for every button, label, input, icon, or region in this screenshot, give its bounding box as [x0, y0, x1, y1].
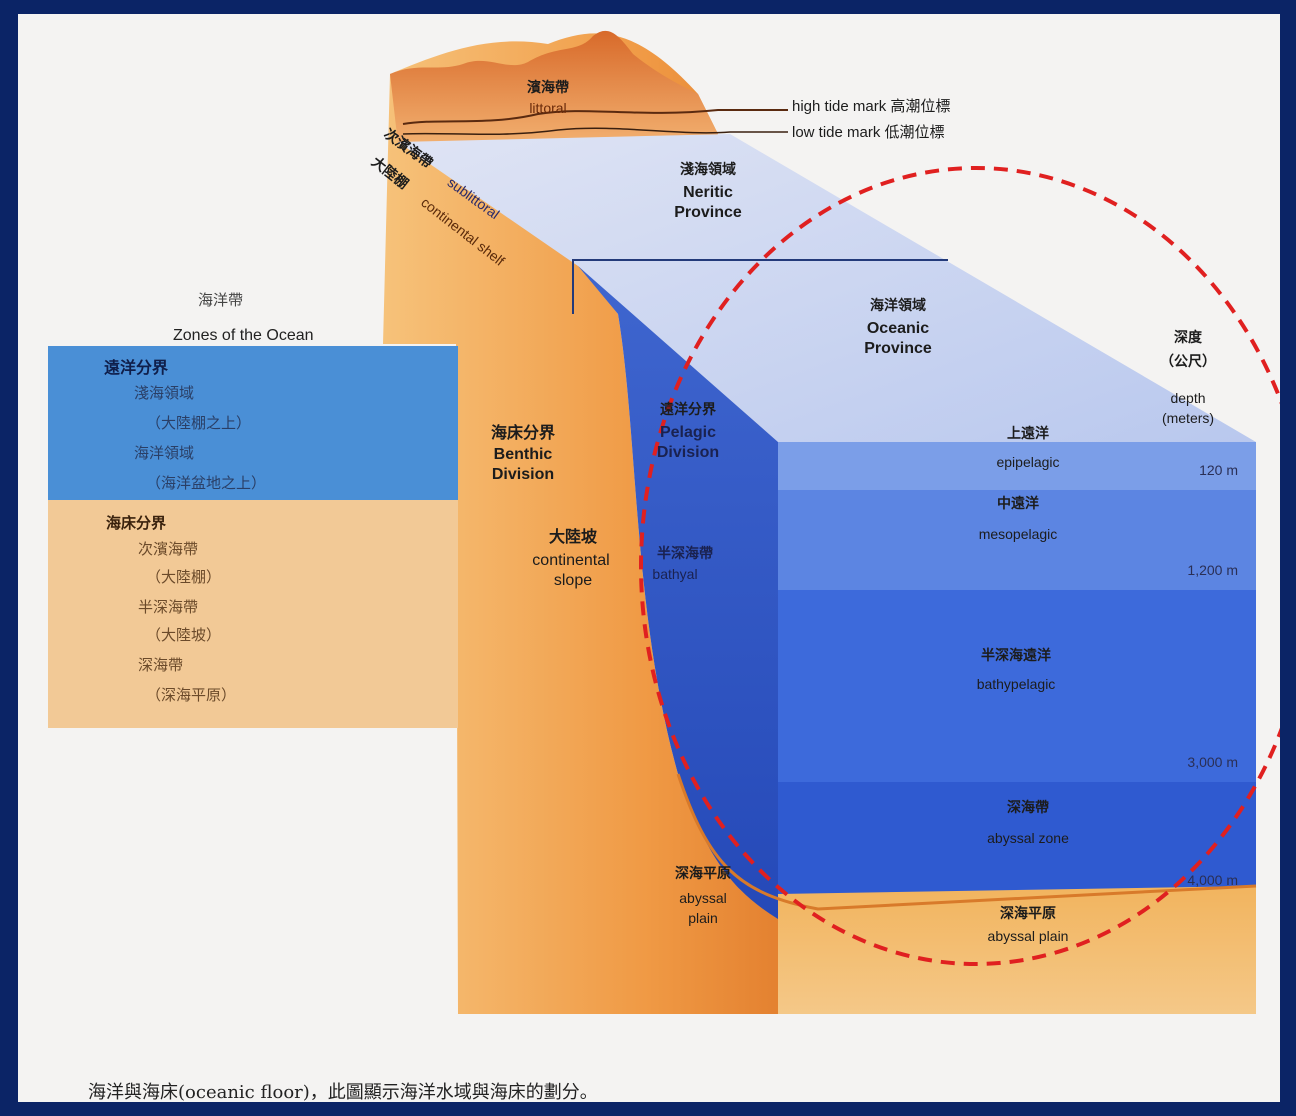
slope-en-1: continental — [532, 552, 610, 569]
mesopelagic-en: mesopelagic — [978, 526, 1058, 542]
low-tide-line — [402, 127, 788, 136]
bathyal-zh: 半深海帶 — [657, 546, 713, 562]
depth-unit-en: (meters) — [1161, 410, 1215, 426]
abyssal-layer — [778, 782, 1256, 894]
depth-unit-zh: （公尺） — [1160, 354, 1216, 370]
bathypelagic-en: bathypelagic — [976, 676, 1056, 692]
textbook-page: 海洋帶 Zones of the Ocean 遠洋分界 淺海領域 （大陸棚之上）… — [18, 14, 1280, 1102]
depth-mark-4000: 4,000 m — [1187, 872, 1238, 888]
epipelagic-layer — [778, 442, 1256, 490]
legend-pelagic-block — [48, 346, 458, 500]
legend-pelagic: 遠洋分界 — [104, 358, 169, 377]
legend-title-zh: 海洋帶 — [198, 292, 244, 309]
coastal-peaks — [390, 30, 718, 144]
legend-neritic-note: （大陸棚之上） — [146, 414, 252, 432]
littoral-en: littoral — [529, 100, 567, 116]
continental-land — [383, 33, 818, 1015]
oceanic-zh: 海洋領域 — [870, 298, 926, 314]
ocean-surface — [398, 134, 1256, 442]
sea-floor — [778, 886, 1256, 1014]
oceanic-en-1: Oceanic — [866, 320, 930, 337]
legend-oceanic: 海洋領域 — [134, 444, 195, 462]
legend-oceanic-note: （海洋盆地之上） — [146, 474, 267, 492]
neritic-en-2: Province — [674, 204, 742, 221]
depth-mark-3000: 3,000 m — [1187, 754, 1238, 770]
abyssal-plain-right-zh: 深海平原 — [1000, 906, 1056, 922]
legend-abyssal: 深海帶 — [138, 656, 184, 674]
epipelagic-zh: 上遠洋 — [1007, 426, 1049, 442]
bathypelagic-zh: 半深海遠洋 — [981, 648, 1051, 664]
ocean-zones-diagram — [383, 30, 1280, 1015]
abyssal-plain-zh: 深海平原 — [675, 866, 731, 882]
depth-mark-120: 120 m — [1199, 462, 1238, 478]
mesopelagic-zh: 中遠洋 — [997, 496, 1039, 512]
highlight-circle — [639, 166, 1280, 966]
pelagic-en-2: Division — [656, 444, 720, 461]
high-tide-line — [402, 109, 788, 125]
legend-bathyal-note: （大陸坡） — [146, 626, 222, 644]
abyssal-plain-en-2: plain — [688, 910, 718, 926]
abyssal-zone-zh: 深海帶 — [1007, 800, 1049, 816]
littoral-zh: 濱海帶 — [527, 80, 569, 96]
pelagic-zh: 遠洋分界 — [660, 402, 716, 418]
epipelagic-en: epipelagic — [996, 454, 1060, 470]
legend-neritic: 淺海領域 — [134, 384, 195, 402]
benthic-zh: 海床分界 — [490, 423, 555, 442]
legend-sublittoral-note: （大陸棚） — [146, 568, 222, 586]
pelagic-en-1: Pelagic — [659, 424, 717, 441]
legend-benthic-block — [48, 500, 458, 728]
legend-title-en: Zones of the Ocean — [173, 327, 314, 344]
legend-abyssal-note: （深海平原） — [146, 686, 237, 704]
figure-caption: 海洋與海床(oceanic floor)，此圖顯示海洋水域與海床的劃分。 — [88, 1082, 598, 1102]
benthic-en-2: Division — [491, 466, 555, 483]
depth-title-en: depth — [1170, 390, 1206, 406]
mesopelagic-layer — [778, 490, 1256, 590]
slope-zh: 大陸坡 — [548, 527, 597, 546]
abyssal-plain-en-1: abyssal — [679, 890, 727, 906]
oceanic-en-2: Province — [864, 340, 932, 357]
neritic-zh: 淺海領域 — [680, 162, 736, 178]
abyssal-zone-en: abyssal zone — [987, 830, 1069, 846]
abyssal-plain-right-en: abyssal plain — [987, 928, 1069, 944]
slope-en-2: slope — [553, 572, 593, 589]
depth-title-zh: 深度 — [1174, 330, 1202, 346]
legend-benthic: 海床分界 — [106, 514, 167, 532]
slope-water — [578, 266, 778, 919]
benthic-en-1: Benthic — [493, 446, 553, 463]
neritic-en-1: Neritic — [683, 184, 733, 201]
low-tide-label: low tide mark 低潮位標 — [792, 124, 945, 141]
bathyal-en: bathyal — [652, 566, 698, 582]
legend-bathyal: 半深海帶 — [138, 598, 199, 616]
depth-mark-1200: 1,200 m — [1187, 562, 1238, 578]
high-tide-label: high tide mark 高潮位標 — [792, 98, 951, 115]
neritic-boundary — [572, 259, 948, 314]
legend-sublittoral: 次濱海帶 — [138, 540, 199, 558]
bathypelagic-layer — [778, 590, 1256, 782]
